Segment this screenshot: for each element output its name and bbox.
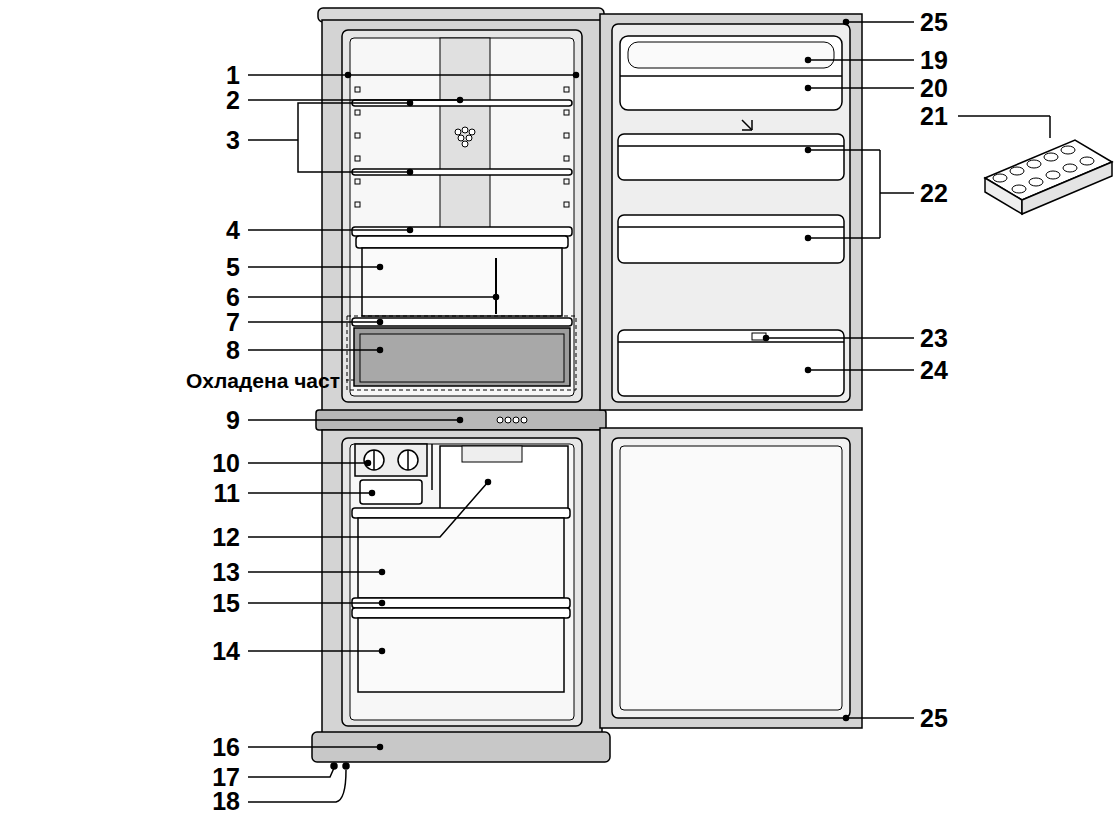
callout-number: 2 bbox=[226, 88, 240, 113]
callout-number: 18 bbox=[212, 789, 240, 814]
callout-number: 25 bbox=[920, 706, 948, 731]
callout-number: 3 bbox=[226, 128, 240, 153]
callout-number: 10 bbox=[212, 451, 240, 476]
callout-number: 21 bbox=[920, 104, 948, 129]
callout-number: 11 bbox=[214, 481, 240, 506]
callout-number: 14 bbox=[212, 639, 240, 664]
callout-number: 6 bbox=[226, 285, 240, 310]
callout-number: 17 bbox=[212, 765, 240, 790]
callout-number: 5 bbox=[226, 255, 240, 280]
callout-number: 23 bbox=[920, 326, 948, 351]
callout-number: 16 bbox=[212, 735, 240, 760]
callout-number: 13 bbox=[212, 560, 240, 585]
zone-label: Охладена част bbox=[186, 370, 340, 391]
callout-number: 20 bbox=[920, 76, 948, 101]
callout-number: 9 bbox=[226, 408, 240, 433]
callout-number: 25 bbox=[920, 10, 948, 35]
callout-number: 15 bbox=[212, 591, 240, 616]
callout-number: 24 bbox=[920, 358, 948, 383]
callout-number: 8 bbox=[226, 338, 240, 363]
callout-number: 7 bbox=[226, 310, 240, 335]
callout-number: 4 bbox=[226, 218, 240, 243]
callout-number: 12 bbox=[212, 525, 240, 550]
callout-number: 22 bbox=[920, 181, 948, 206]
callout-number: 19 bbox=[920, 48, 948, 73]
callout-number: 1 bbox=[226, 63, 240, 88]
